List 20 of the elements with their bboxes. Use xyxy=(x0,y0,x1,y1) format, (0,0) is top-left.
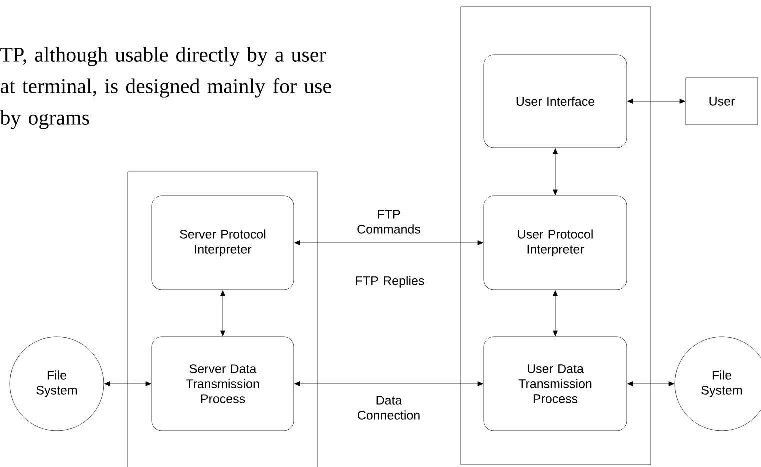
arrow xyxy=(553,290,558,336)
process-box: Server Protocol Interpreter xyxy=(152,196,294,290)
edge-label: FTP Commands xyxy=(358,210,420,234)
process-box: User Data Transmission Process xyxy=(484,336,628,432)
process-box: User Protocol Interpreter xyxy=(484,196,628,290)
arrow xyxy=(628,99,686,104)
process-box: User Interface xyxy=(484,54,628,148)
user-box: User xyxy=(686,78,758,126)
arrow xyxy=(628,382,674,386)
system-box xyxy=(128,172,318,467)
line-label: FTP Replies xyxy=(356,276,424,288)
arrow xyxy=(294,382,484,386)
arrow xyxy=(220,290,226,336)
system-box xyxy=(460,6,652,466)
arrow xyxy=(104,382,152,386)
process-box: Server Data Transmission Process xyxy=(152,336,294,432)
arrow xyxy=(553,148,558,196)
note-text: TP, although usable directly by a user at terminal, is designed mainly for use by ograms xyxy=(0,47,332,130)
arrow xyxy=(294,240,484,246)
edge-label: Data Connection xyxy=(358,396,420,420)
